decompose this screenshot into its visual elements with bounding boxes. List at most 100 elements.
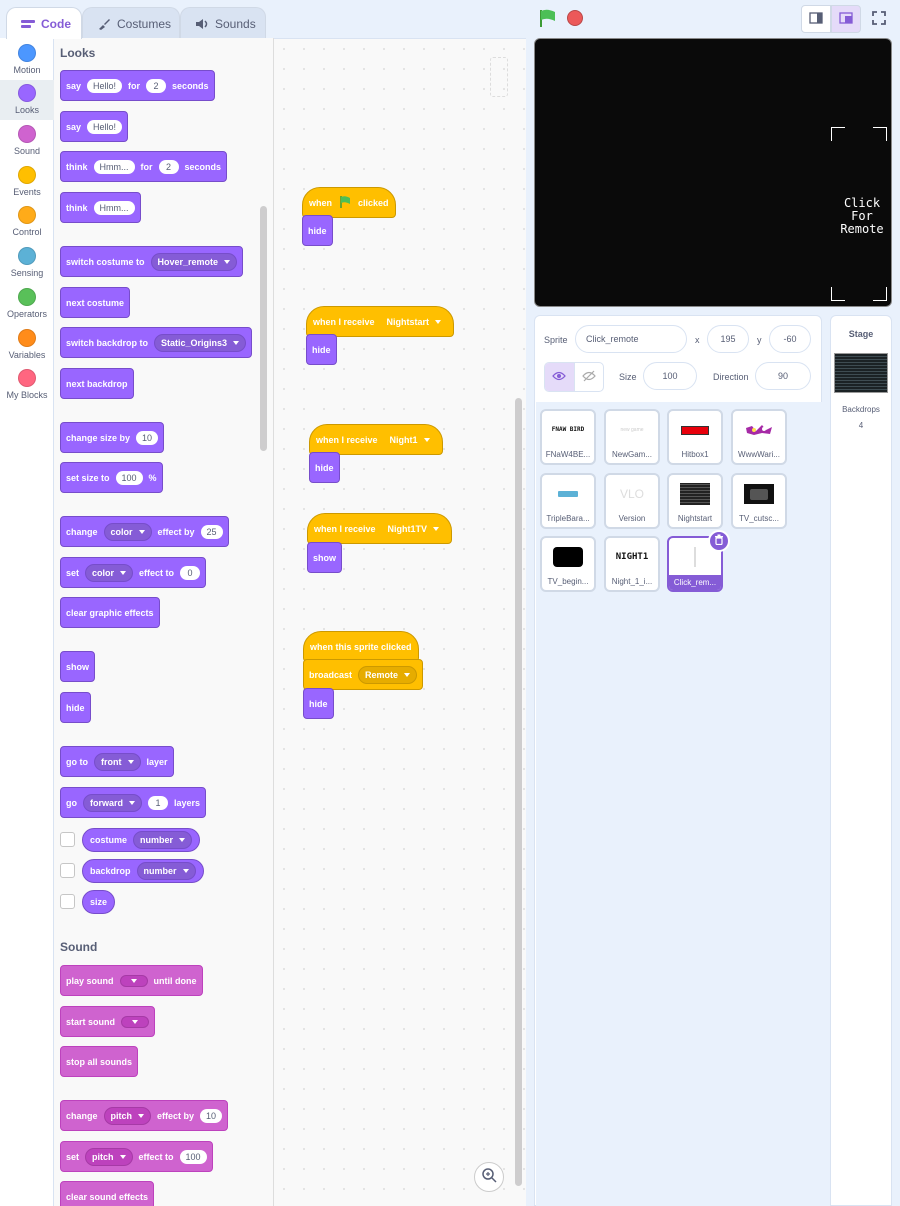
large-stage-button[interactable] <box>831 5 861 33</box>
sprite-tile[interactable]: TripleBara... <box>540 473 596 529</box>
sprite-tile[interactable]: Nightstart <box>667 473 723 529</box>
hide-block[interactable]: hide <box>303 688 334 719</box>
block-input[interactable]: Hmm... <box>93 200 135 215</box>
set-size-block[interactable]: set size to 100 % <box>60 462 163 493</box>
sprite-tile[interactable]: new game NewGam... <box>604 409 660 465</box>
backdrop-reporter[interactable]: backdrop number <box>82 859 204 883</box>
category-my-blocks[interactable]: My Blocks <box>0 365 54 405</box>
block-input[interactable]: Hello! <box>87 78 123 93</box>
sprite-tile[interactable]: FNAW BIRD FNaW4BE... <box>540 409 596 465</box>
go-layers-block[interactable]: go forward 1 layers <box>60 787 207 818</box>
sprite-tile[interactable]: VLO Version <box>604 473 660 529</box>
change-effect-block[interactable]: change color effect by 25 <box>60 516 229 547</box>
switch-backdrop-block[interactable]: switch backdrop to Static_Origins3 <box>60 327 253 358</box>
think-for-block[interactable]: think Hmm... for 2 seconds <box>60 151 228 182</box>
message-dropdown[interactable]: Night1 <box>384 432 436 448</box>
hide-block[interactable]: hide <box>309 452 340 483</box>
show-sprite-button[interactable] <box>545 363 574 391</box>
when-this-sprite-clicked-block[interactable]: when this sprite clicked <box>303 631 419 662</box>
hide-block[interactable]: hide <box>60 692 91 723</box>
change-pitch-block[interactable]: change pitch effect by 10 <box>60 1100 229 1131</box>
block-input[interactable]: 2 <box>146 78 167 93</box>
green-flag-button[interactable] <box>537 8 557 28</box>
tab-code[interactable]: Code <box>6 7 82 39</box>
hide-block[interactable]: hide <box>306 334 337 365</box>
go-to-layer-block[interactable]: go to front layer <box>60 746 174 777</box>
set-pitch-block[interactable]: set pitch effect to 100 <box>60 1141 213 1172</box>
tab-costumes[interactable]: Costumes <box>82 7 180 39</box>
backdrop-checkbox[interactable] <box>60 863 75 878</box>
category-events[interactable]: Events <box>0 162 54 202</box>
block-input[interactable]: 10 <box>200 1108 223 1123</box>
script-area[interactable]: when clicked hide when I receive Nightst… <box>274 38 526 1206</box>
clear-graphic-effects-block[interactable]: clear graphic effects <box>60 597 160 628</box>
when-i-receive-block[interactable]: when I receive Night1TV <box>307 513 453 544</box>
show-block[interactable]: show <box>60 651 96 682</box>
costume-reporter[interactable]: costume number <box>82 828 201 852</box>
costume-dropdown[interactable]: Hover_remote <box>150 252 238 271</box>
stop-all-sounds-block[interactable]: stop all sounds <box>60 1046 139 1077</box>
when-i-receive-block[interactable]: when I receive Nightstart <box>306 306 455 337</box>
block-input[interactable]: 2 <box>158 159 179 174</box>
sound-effect-dropdown[interactable]: pitch <box>85 1147 133 1166</box>
clear-sound-effects-block[interactable]: clear sound effects <box>60 1181 155 1206</box>
sprite-tile[interactable]: NIGHT1 Night_1_i... <box>604 536 660 592</box>
say-for-block[interactable]: say Hello! for 2 seconds <box>60 70 215 101</box>
stop-button[interactable] <box>567 10 583 26</box>
message-dropdown[interactable]: Remote <box>358 665 418 684</box>
change-size-block[interactable]: change size by 10 <box>60 422 165 453</box>
sprite-tile[interactable]: TV_cutsc... <box>731 473 787 529</box>
block-input[interactable]: Hmm... <box>93 159 135 174</box>
layer-dropdown[interactable]: front <box>94 752 141 771</box>
category-sound[interactable]: Sound <box>0 121 54 161</box>
category-variables[interactable]: Variables <box>0 325 54 365</box>
set-effect-block[interactable]: set color effect to 0 <box>60 557 207 588</box>
hide-block[interactable]: hide <box>302 215 333 246</box>
when-flag-clicked-block[interactable]: when clicked <box>302 187 396 218</box>
sprite-tile[interactable]: WwwWari... <box>731 409 787 465</box>
x-field[interactable]: 195 <box>707 325 749 353</box>
category-sensing[interactable]: Sensing <box>0 243 54 283</box>
backdrop-number-dropdown[interactable]: number <box>136 862 196 880</box>
costume-checkbox[interactable] <box>60 832 75 847</box>
costume-number-dropdown[interactable]: number <box>133 831 193 849</box>
message-dropdown[interactable]: Night1TV <box>382 521 446 537</box>
backdrop-dropdown[interactable]: Static_Origins3 <box>154 333 247 352</box>
stage-selector-panel[interactable]: Stage Backdrops 4 <box>830 315 892 1206</box>
message-dropdown[interactable]: Nightstart <box>381 314 448 330</box>
category-motion[interactable]: Motion <box>0 40 54 80</box>
switch-costume-block[interactable]: switch costume to Hover_remote <box>60 246 244 277</box>
block-input[interactable]: 100 <box>179 1149 207 1164</box>
think-block[interactable]: think Hmm... <box>60 192 141 223</box>
tab-sounds[interactable]: Sounds <box>180 7 266 39</box>
remote-sprite[interactable] <box>831 127 887 301</box>
next-costume-block[interactable]: next costume <box>60 287 131 318</box>
block-input[interactable]: Hello! <box>87 119 123 134</box>
start-sound-block[interactable]: start sound <box>60 1006 156 1037</box>
broadcast-block[interactable]: broadcast Remote <box>303 659 424 690</box>
block-input[interactable]: 10 <box>136 430 159 445</box>
category-control[interactable]: Control <box>0 202 54 242</box>
fullscreen-button[interactable] <box>864 5 894 33</box>
size-reporter[interactable]: size <box>82 890 116 914</box>
sound-dropdown[interactable] <box>121 1015 150 1028</box>
block-input[interactable]: 0 <box>180 565 201 580</box>
sprite-name-field[interactable]: Click_remote <box>575 325 687 353</box>
y-field[interactable]: -60 <box>769 325 811 353</box>
script-scrollbar[interactable] <box>515 398 522 1186</box>
sound-effect-dropdown[interactable]: pitch <box>103 1106 152 1125</box>
delete-sprite-button[interactable] <box>708 530 730 552</box>
category-operators[interactable]: Operators <box>0 284 54 324</box>
show-block[interactable]: show <box>307 542 343 573</box>
direction-dropdown[interactable]: forward <box>83 793 143 812</box>
effect-dropdown[interactable]: color <box>85 563 134 582</box>
sprite-tile[interactable]: TV_begin... <box>540 536 596 592</box>
size-checkbox[interactable] <box>60 894 75 909</box>
size-field[interactable]: 100 <box>643 362 697 390</box>
effect-dropdown[interactable]: color <box>103 522 152 541</box>
palette-scrollbar[interactable] <box>260 206 267 451</box>
sound-dropdown[interactable] <box>119 974 148 987</box>
zoom-in-button[interactable] <box>474 1162 504 1192</box>
category-looks[interactable]: Looks <box>0 80 54 120</box>
sprite-tile[interactable]: Hitbox1 <box>667 409 723 465</box>
